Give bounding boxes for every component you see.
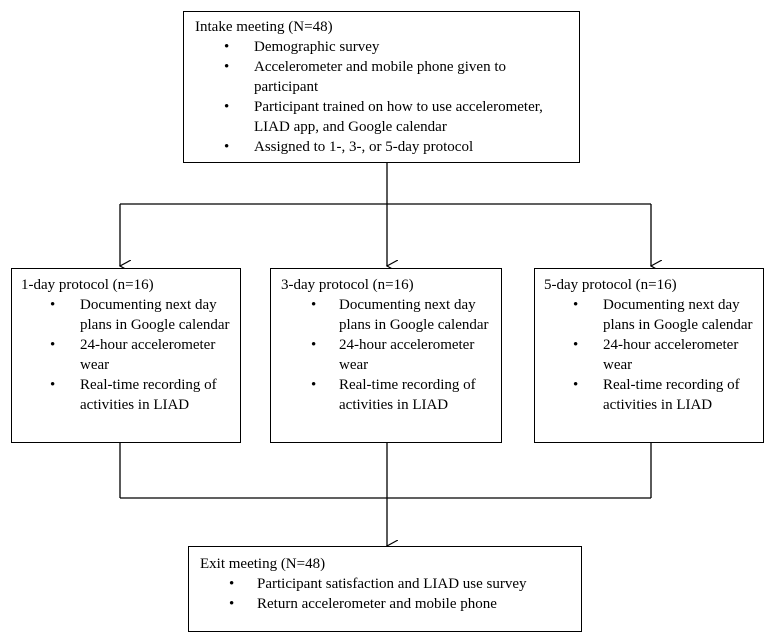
protocol-list: •Documenting next day plans in Google ca… (281, 295, 497, 415)
protocol-5-day-box: 5-day protocol (n=16) •Documenting next … (534, 268, 764, 443)
bullet-icon: • (50, 377, 56, 393)
bullet-icon: • (229, 576, 235, 592)
list-item: •Return accelerometer and mobile phone (229, 596, 497, 612)
bullet-icon: • (311, 297, 317, 313)
bullet-icon: • (224, 59, 230, 75)
bullet-icon: • (573, 337, 579, 353)
protocol-3-day-box: 3-day protocol (n=16) •Documenting next … (270, 268, 502, 443)
exit-box: Exit meeting (N=48) •Participant satisfa… (188, 546, 582, 632)
list-item: •Assigned to 1-, 3-, or 5-day protocol (224, 139, 474, 155)
list-item: •Documenting next day plans in Google ca… (311, 297, 489, 333)
list-item: •Real-time recording of activities in LI… (50, 377, 217, 413)
intake-box: Intake meeting (N=48) •Demographic surve… (183, 11, 580, 163)
bullet-icon: • (573, 297, 579, 313)
bullet-icon: • (224, 99, 230, 115)
bullet-icon: • (224, 39, 230, 55)
list-item: •24-hour accelerometer wear (50, 337, 216, 373)
list-item: •Documenting next day plans in Google ca… (50, 297, 230, 333)
list-item: •Real-time recording of activities in LI… (573, 377, 740, 413)
protocol-title: 3-day protocol (n=16) (281, 277, 414, 293)
exit-title: Exit meeting (N=48) (200, 556, 326, 572)
list-item: •Documenting next day plans in Google ca… (573, 297, 753, 333)
exit-list: •Participant satisfaction and LIAD use s… (200, 574, 573, 614)
list-item: •Participant satisfaction and LIAD use s… (229, 576, 527, 592)
bullet-icon: • (50, 297, 56, 313)
bullet-icon: • (311, 377, 317, 393)
bullet-icon: • (224, 139, 230, 155)
bullet-icon: • (573, 377, 579, 393)
list-item: •Demographic survey (224, 39, 380, 55)
protocol-title: 5-day protocol (n=16) (544, 277, 677, 293)
bullet-icon: • (229, 596, 235, 612)
protocol-title: 1-day protocol (n=16) (21, 277, 154, 293)
protocol-list: •Documenting next day plans in Google ca… (544, 295, 759, 415)
intake-list: •Demographic survey •Accelerometer and m… (195, 37, 571, 157)
protocol-list: •Documenting next day plans in Google ca… (21, 295, 236, 415)
list-item: •Participant trained on how to use accel… (224, 99, 543, 135)
list-item: •24-hour accelerometer wear (311, 337, 475, 373)
list-item: •24-hour accelerometer wear (573, 337, 739, 373)
bullet-icon: • (50, 337, 56, 353)
bullet-icon: • (311, 337, 317, 353)
intake-title: Intake meeting (N=48) (195, 19, 333, 35)
list-item: •Real-time recording of activities in LI… (311, 377, 476, 413)
protocol-1-day-box: 1-day protocol (n=16) •Documenting next … (11, 268, 241, 443)
list-item: •Accelerometer and mobile phone given to… (224, 59, 506, 95)
